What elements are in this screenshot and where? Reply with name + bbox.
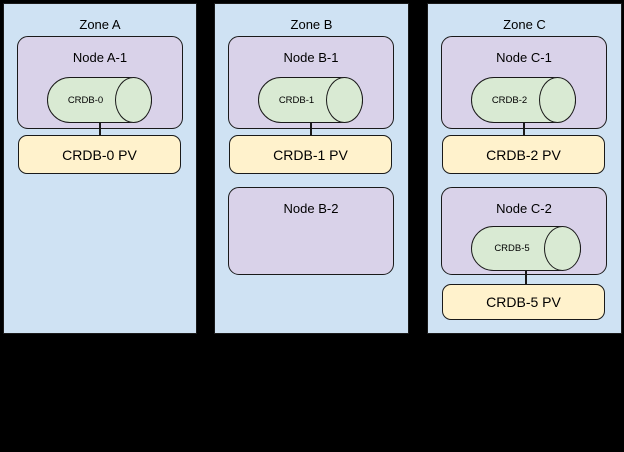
zone-c-title: Zone C (503, 17, 546, 32)
node-c1-title: Node C-1 (496, 50, 552, 65)
crdb-1-cylinder-icon: CRDB-1 (258, 77, 363, 123)
connector-line (525, 270, 527, 285)
cylinder-end-cap (326, 77, 363, 123)
cylinder-end-cap (539, 77, 576, 123)
crdb-1-label: CRDB-1 (278, 94, 315, 106)
zone-a-title: Zone A (79, 17, 121, 32)
zone-c: Zone C Node C-1 CRDB-2 CRDB-2 PV Node C-… (427, 3, 622, 334)
node-c2-title: Node C-2 (496, 201, 552, 216)
cylinder-end-cap (544, 226, 581, 271)
connector-line (99, 122, 101, 136)
pv-box-crdb-2: CRDB-2 PV (442, 135, 605, 174)
crdb-0-label: CRDB-0 (67, 94, 104, 106)
crdb-0-cylinder-icon: CRDB-0 (47, 77, 152, 123)
node-c2: Node C-2 CRDB-5 (441, 187, 607, 275)
node-c1: Node C-1 CRDB-2 (441, 36, 607, 129)
pv-box-crdb-0: CRDB-0 PV (18, 135, 181, 174)
node-b1: Node B-1 CRDB-1 (228, 36, 394, 129)
crdb-5-cylinder-icon: CRDB-5 (471, 226, 581, 271)
pv-box-crdb-5: CRDB-5 PV (442, 284, 605, 320)
connector-line (523, 122, 525, 136)
crdb-2-cylinder-icon: CRDB-2 (471, 77, 576, 123)
node-b2-title: Node B-2 (283, 201, 339, 216)
zone-a: Zone A Node A-1 CRDB-0 CRDB-0 PV (3, 3, 197, 334)
zone-b-title: Zone B (290, 17, 333, 32)
pv-crdb-5-label: CRDB-5 PV (486, 294, 561, 310)
pv-box-crdb-1: CRDB-1 PV (229, 135, 392, 174)
connector-line (310, 122, 312, 136)
pv-crdb-2-label: CRDB-2 PV (486, 146, 561, 163)
zone-b: Zone B Node B-1 CRDB-1 CRDB-1 PV Node B-… (214, 3, 409, 334)
node-a1: Node A-1 CRDB-0 (17, 36, 183, 129)
node-a1-title: Node A-1 (72, 50, 128, 65)
node-b1-title: Node B-1 (283, 50, 339, 65)
crdb-2-label: CRDB-2 (491, 94, 528, 106)
node-b2: Node B-2 (228, 187, 394, 275)
crdb-5-label: CRDB-5 (494, 243, 530, 254)
pv-crdb-1-label: CRDB-1 PV (273, 146, 348, 163)
pv-crdb-0-label: CRDB-0 PV (62, 146, 137, 163)
cylinder-end-cap (115, 77, 152, 123)
